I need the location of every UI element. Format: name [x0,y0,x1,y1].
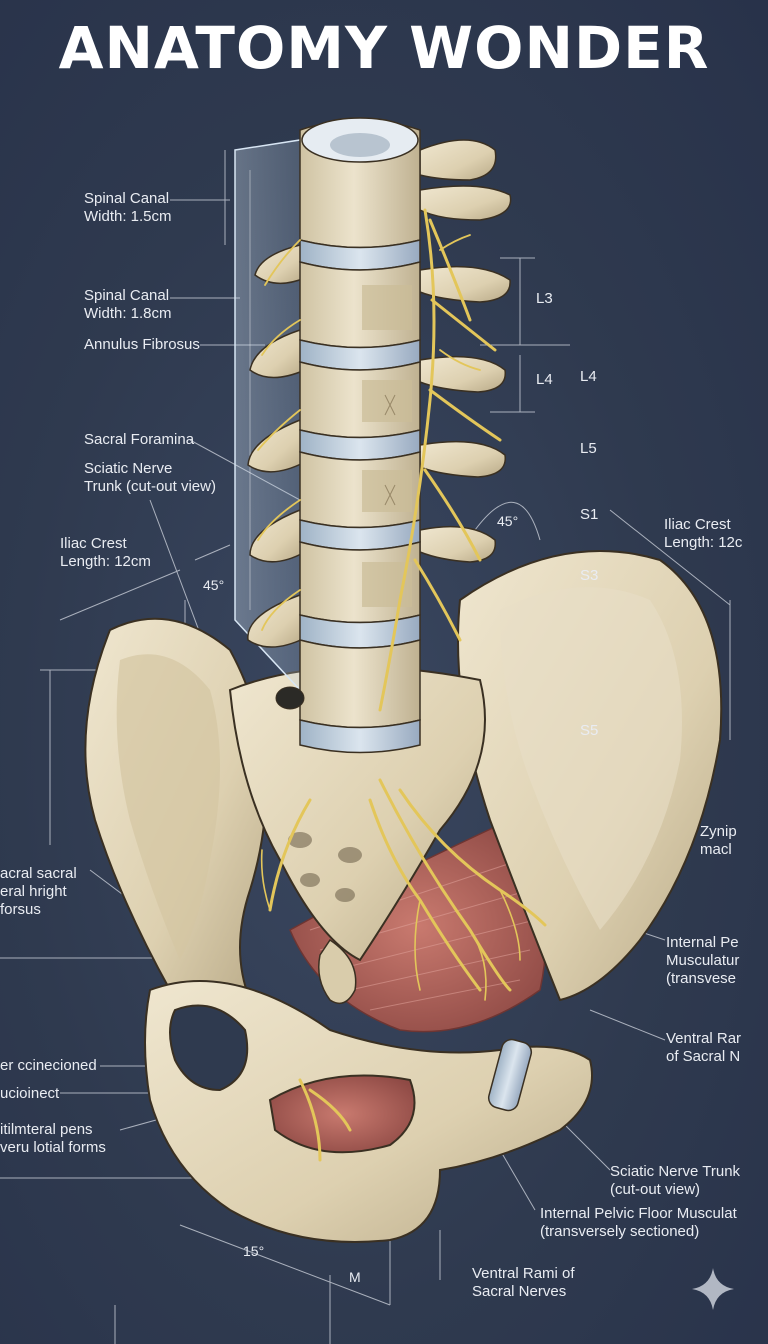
label-l4-a: L4 [536,371,553,388]
label-ventral-rami-bottom: Ventral Rami of Sacral Nerves [472,1265,575,1300]
label-l4-b: L4 [580,368,597,385]
label-sciatic-nerve-bottom: Sciatic Nerve Trunk (cut-out view) [610,1163,741,1198]
label-ventral-rami-right: Ventral Rar of Sacral N [666,1030,742,1065]
label-annulus-fibrosus: Annulus Fibrosus [84,336,200,353]
label-s1: S1 [580,506,599,523]
label-s5: S5 [580,722,599,739]
label-itilmteral: itilmteral pens veru lotial forms [0,1121,106,1156]
label-cecioned: er ccinecioned [0,1057,97,1074]
nerve-bundles [257,208,547,1162]
label-angle-bottom: 15° [243,1243,265,1259]
label-zynip: Zynip macl [700,823,737,858]
label-spinal-canal-top: Spinal Canal Width: 1.5cm [84,190,172,225]
label-sacral-foramina: Sacral Foramina [84,431,195,448]
label-sciatic-nerve-left: Sciatic Nerve Trunk (cut-out view) [84,460,216,495]
label-s3: S3 [580,567,599,584]
pubic-symphysis [487,1038,533,1112]
label-cioinect: ucioinect [0,1085,60,1102]
label-m-bottom: M [349,1269,361,1285]
vertebral-column [247,117,512,754]
sparkle-icon [692,1268,734,1310]
label-angle-right: 45° [497,513,519,529]
page-title: ANATOMY WONDER [58,14,710,82]
label-iliac-crest-left: Iliac Crest Length: 12cm [60,535,151,570]
label-iliac-crest-right: Iliac Crest Length: 12c [664,516,743,551]
label-spinal-canal-mid: Spinal Canal Width: 1.8cm [84,287,172,322]
label-internal-pelvic-bottom: Internal Pelvic Floor Musculat (transver… [540,1205,737,1240]
label-l3: L3 [536,290,553,307]
label-internal-pelvic-right: Internal Pe Musculatur (transvese [666,934,740,987]
label-angle-left: 45° [203,577,225,593]
label-sacral-left: acral sacral eral hright forsus [0,865,77,918]
coccyx [318,938,357,1005]
label-l5: L5 [580,440,597,457]
